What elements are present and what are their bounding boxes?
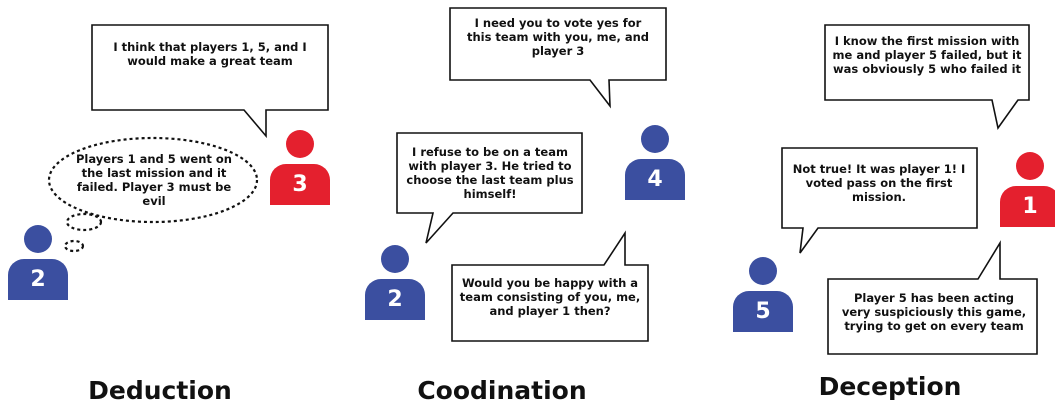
player-number: 3	[270, 164, 330, 205]
thought-bubble-tail	[63, 239, 85, 253]
avatar-head	[641, 125, 669, 153]
speech-bubble-text: Player 5 has been acting very suspicious…	[841, 291, 1027, 333]
avatar-head	[24, 225, 52, 253]
player-number: 1	[1000, 186, 1055, 227]
speech-bubble-outline	[451, 230, 649, 342]
speech-bubble-outline	[824, 24, 1030, 130]
panel-title: Coodination	[417, 376, 587, 405]
speech-bubble-outline	[396, 132, 583, 244]
player-avatar: 2	[365, 245, 425, 320]
speech-bubble-text: I know the first mission with me and pla…	[832, 34, 1022, 76]
speech-bubble-outline	[781, 147, 978, 254]
player-avatar: 4	[625, 125, 685, 200]
speech-bubble-text: Not true! It was player 1! I voted pass …	[792, 162, 966, 204]
speech-bubble-text: Would you be happy with a team consistin…	[459, 276, 641, 318]
player-number: 2	[8, 259, 68, 300]
speech-bubble-outline	[827, 240, 1038, 355]
avatar-head	[381, 245, 409, 273]
speech-bubble-outline	[449, 7, 667, 109]
speech-bubble-text: I need you to vote yes for this team wit…	[466, 16, 650, 58]
player-number: 2	[365, 279, 425, 320]
player-avatar: 3	[270, 130, 330, 205]
avatar-head	[286, 130, 314, 158]
thought-bubble-text: Players 1 and 5 went on the last mission…	[76, 152, 232, 208]
player-avatar: 2	[8, 225, 68, 300]
player-avatar: 5	[733, 257, 793, 332]
player-avatar: 1	[1000, 152, 1055, 227]
speech-bubble-text: I think that players 1, 5, and I would m…	[113, 40, 307, 68]
panel-title: Deception	[818, 372, 962, 401]
speech-bubble-outline	[91, 24, 329, 139]
panel-title: Deduction	[88, 376, 232, 405]
thought-bubble-outline	[47, 136, 259, 224]
speech-bubble-text: I refuse to be on a team with player 3. …	[406, 145, 574, 201]
avatar-head	[749, 257, 777, 285]
thought-bubble-tail	[65, 212, 103, 232]
player-number: 4	[625, 159, 685, 200]
player-number: 5	[733, 291, 793, 332]
avatar-head	[1016, 152, 1044, 180]
